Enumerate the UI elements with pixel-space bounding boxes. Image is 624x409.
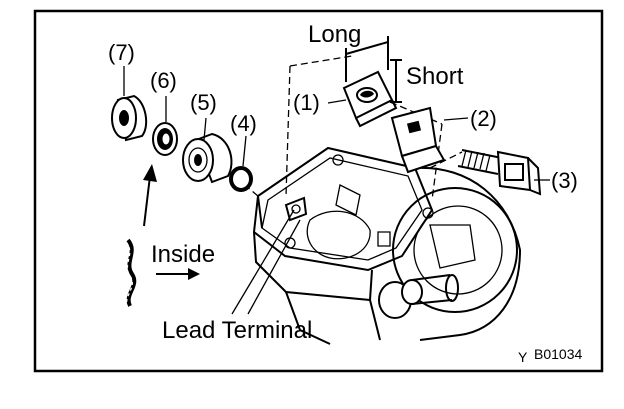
label-part-3: (3) xyxy=(551,168,578,193)
label-part-7: (7) xyxy=(108,40,135,65)
label-inside: Inside xyxy=(151,241,215,268)
housing-body xyxy=(252,146,522,345)
label-part-5: (5) xyxy=(190,90,217,115)
part-5-spacer xyxy=(182,132,233,184)
figure-frame xyxy=(33,9,604,373)
inside-indicator xyxy=(125,164,200,309)
leader-lines xyxy=(123,66,550,315)
label-part-4: (4) xyxy=(230,111,257,136)
label-part-2: (2) xyxy=(470,106,497,131)
label-part-1: (1) xyxy=(293,90,320,115)
part-3-bolt xyxy=(457,149,542,196)
part-1-plate xyxy=(342,70,398,128)
dimension-marks xyxy=(345,36,402,103)
label-long: Long xyxy=(308,21,361,48)
part-6-washer xyxy=(152,122,178,156)
label-part-6: (6) xyxy=(150,68,177,93)
label-lead-terminal: Lead Terminal xyxy=(162,317,312,344)
part-7-nut xyxy=(111,94,148,142)
part-2-bracket xyxy=(390,106,446,174)
label-short: Short xyxy=(406,63,464,90)
corner-mark: Y xyxy=(518,349,528,365)
part-4-o-ring xyxy=(229,166,253,192)
figure-code: B01034 xyxy=(534,346,582,362)
